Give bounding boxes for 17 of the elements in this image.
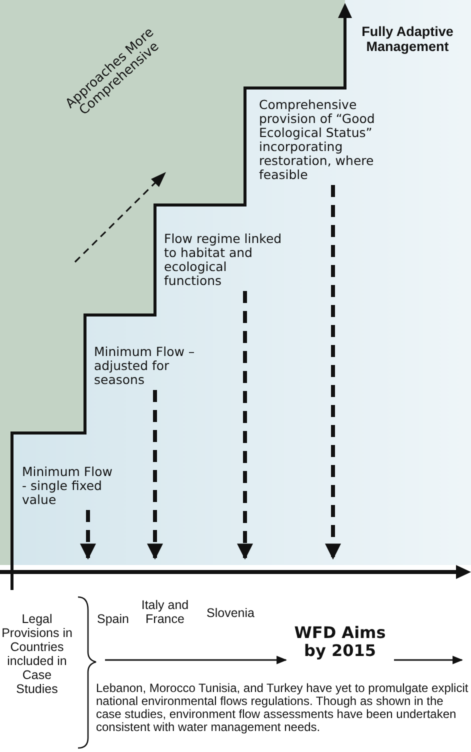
step-label: Flow regime linked to habitat and ecological functions bbox=[164, 232, 284, 288]
row-heading: Legal Provisions in Countries included in Case Studies bbox=[0, 612, 74, 696]
country-label: Slovenia bbox=[206, 606, 256, 620]
arrow bbox=[80, 510, 96, 560]
country-label: Italy and France bbox=[140, 598, 190, 626]
country-label: Spain bbox=[96, 612, 130, 626]
arrow bbox=[237, 291, 253, 560]
arrow bbox=[147, 390, 163, 560]
note-text: Lebanon, Morocco Tunisia, and Turkey have yet to promulgate explicit national environmental flows regulations. Though as shown in the case studies, environment flow assessments have been undertaken consistent with water management needs. bbox=[96, 682, 470, 734]
arrow bbox=[105, 656, 288, 664]
step-label: Minimum Flow – adjusted for seasons bbox=[94, 345, 209, 387]
arrow bbox=[394, 656, 464, 664]
milestone-label: WFD Aims by 2015 bbox=[290, 624, 390, 660]
step-label: Minimum Flow - single fixed value bbox=[22, 465, 117, 507]
arrow bbox=[325, 185, 341, 560]
step-label: Comprehensive provision of “Good Ecological Status” incorporating restoration, where feasible bbox=[259, 98, 394, 182]
goal-label: Fully Adaptive Management bbox=[344, 24, 471, 54]
